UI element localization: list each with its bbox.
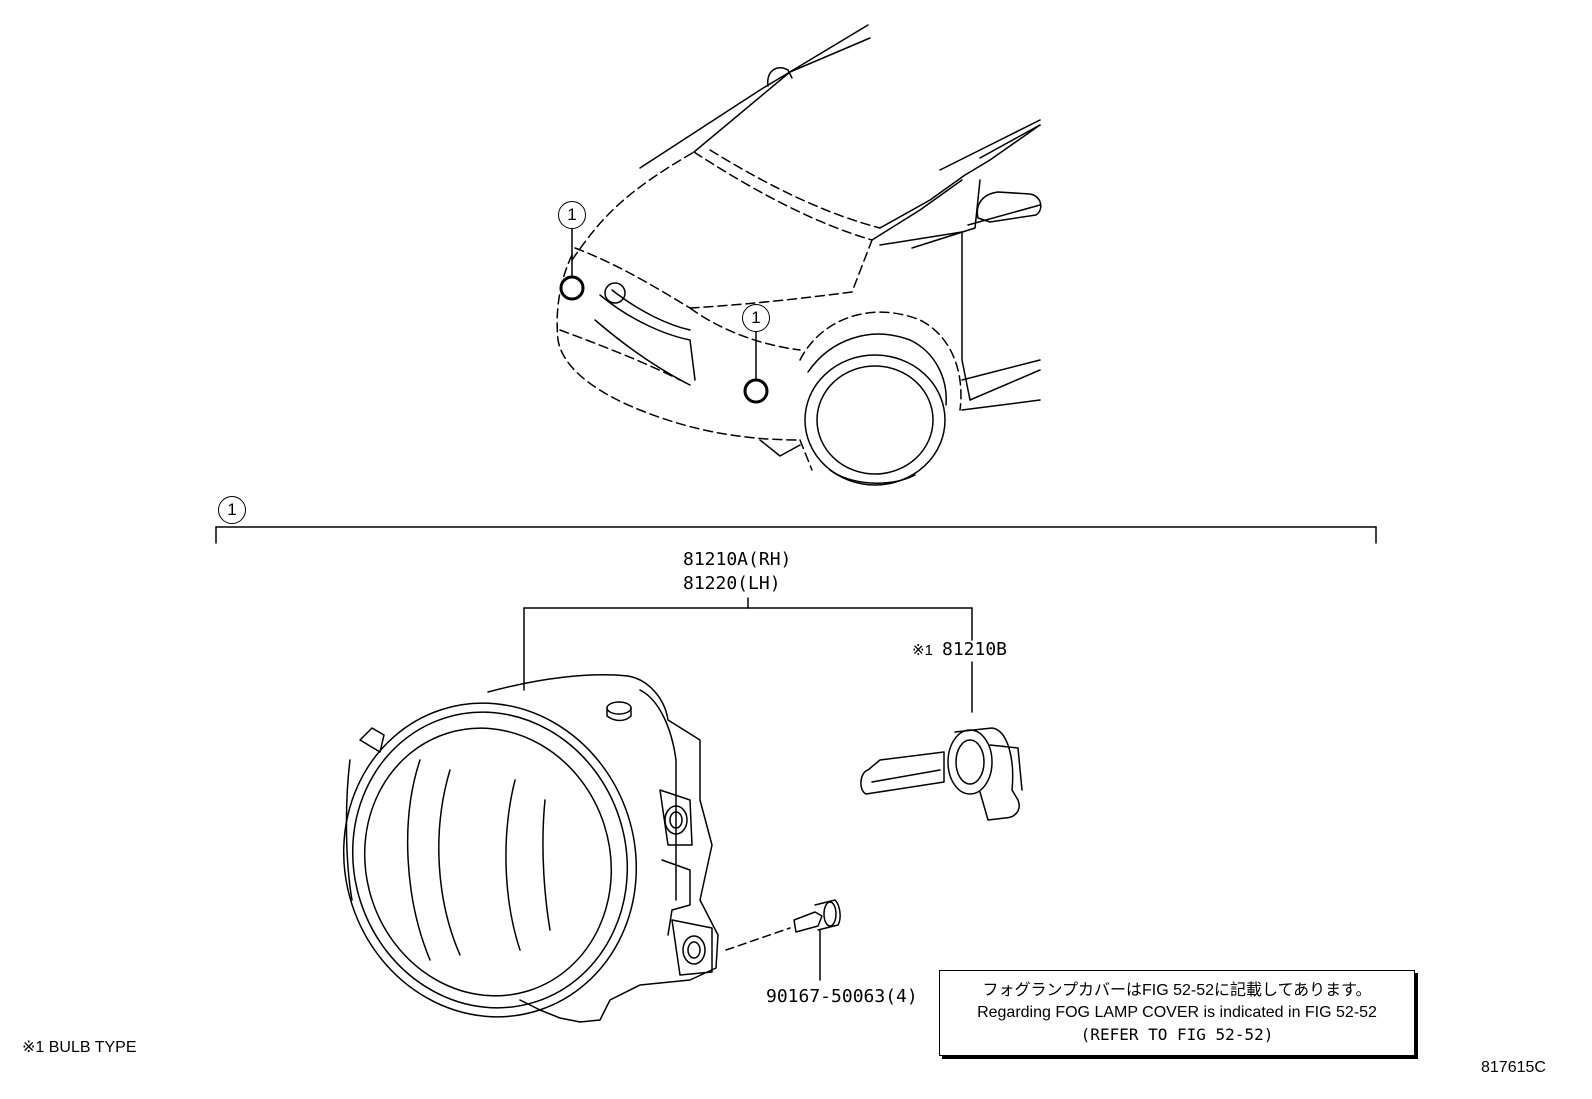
- callout-left-fog-lamp[interactable]: 1: [558, 201, 586, 229]
- bulb-illustration: [860, 727, 1023, 821]
- figure-id: 817615C: [1481, 1059, 1546, 1076]
- note-line-japanese: フォグランプカバーはFIG 52-52に記載してあります。: [982, 982, 1372, 999]
- group-bracket: [215, 526, 1377, 544]
- part-label-bulb[interactable]: 81210B: [942, 639, 1008, 660]
- part-label-screw[interactable]: 90167-50063(4): [766, 986, 918, 1007]
- part-label-assembly-rh[interactable]: 81210A(RH): [683, 549, 792, 570]
- footnote-bulb-type: ※1 BULB TYPE: [22, 1039, 137, 1056]
- part-label-assembly-lh[interactable]: 81220(LH): [683, 573, 781, 594]
- note-box: フォグランプカバーはFIG 52-52に記載してあります。 Regarding …: [939, 970, 1415, 1056]
- screw-illustration: [725, 899, 841, 951]
- callout-group[interactable]: 1: [218, 496, 246, 524]
- note-line-reference: (REFER TO FIG 52-52): [1080, 1025, 1274, 1044]
- note-line-english: Regarding FOG LAMP COVER is indicated in…: [977, 1004, 1377, 1021]
- callout-right-fog-lamp[interactable]: 1: [742, 304, 770, 332]
- part-leader-lines: [523, 597, 973, 981]
- fog-lamp-assembly: [342, 674, 719, 1023]
- bulb-type-mark: ※1: [912, 642, 933, 659]
- vehicle-front-illustration: [556, 24, 1042, 486]
